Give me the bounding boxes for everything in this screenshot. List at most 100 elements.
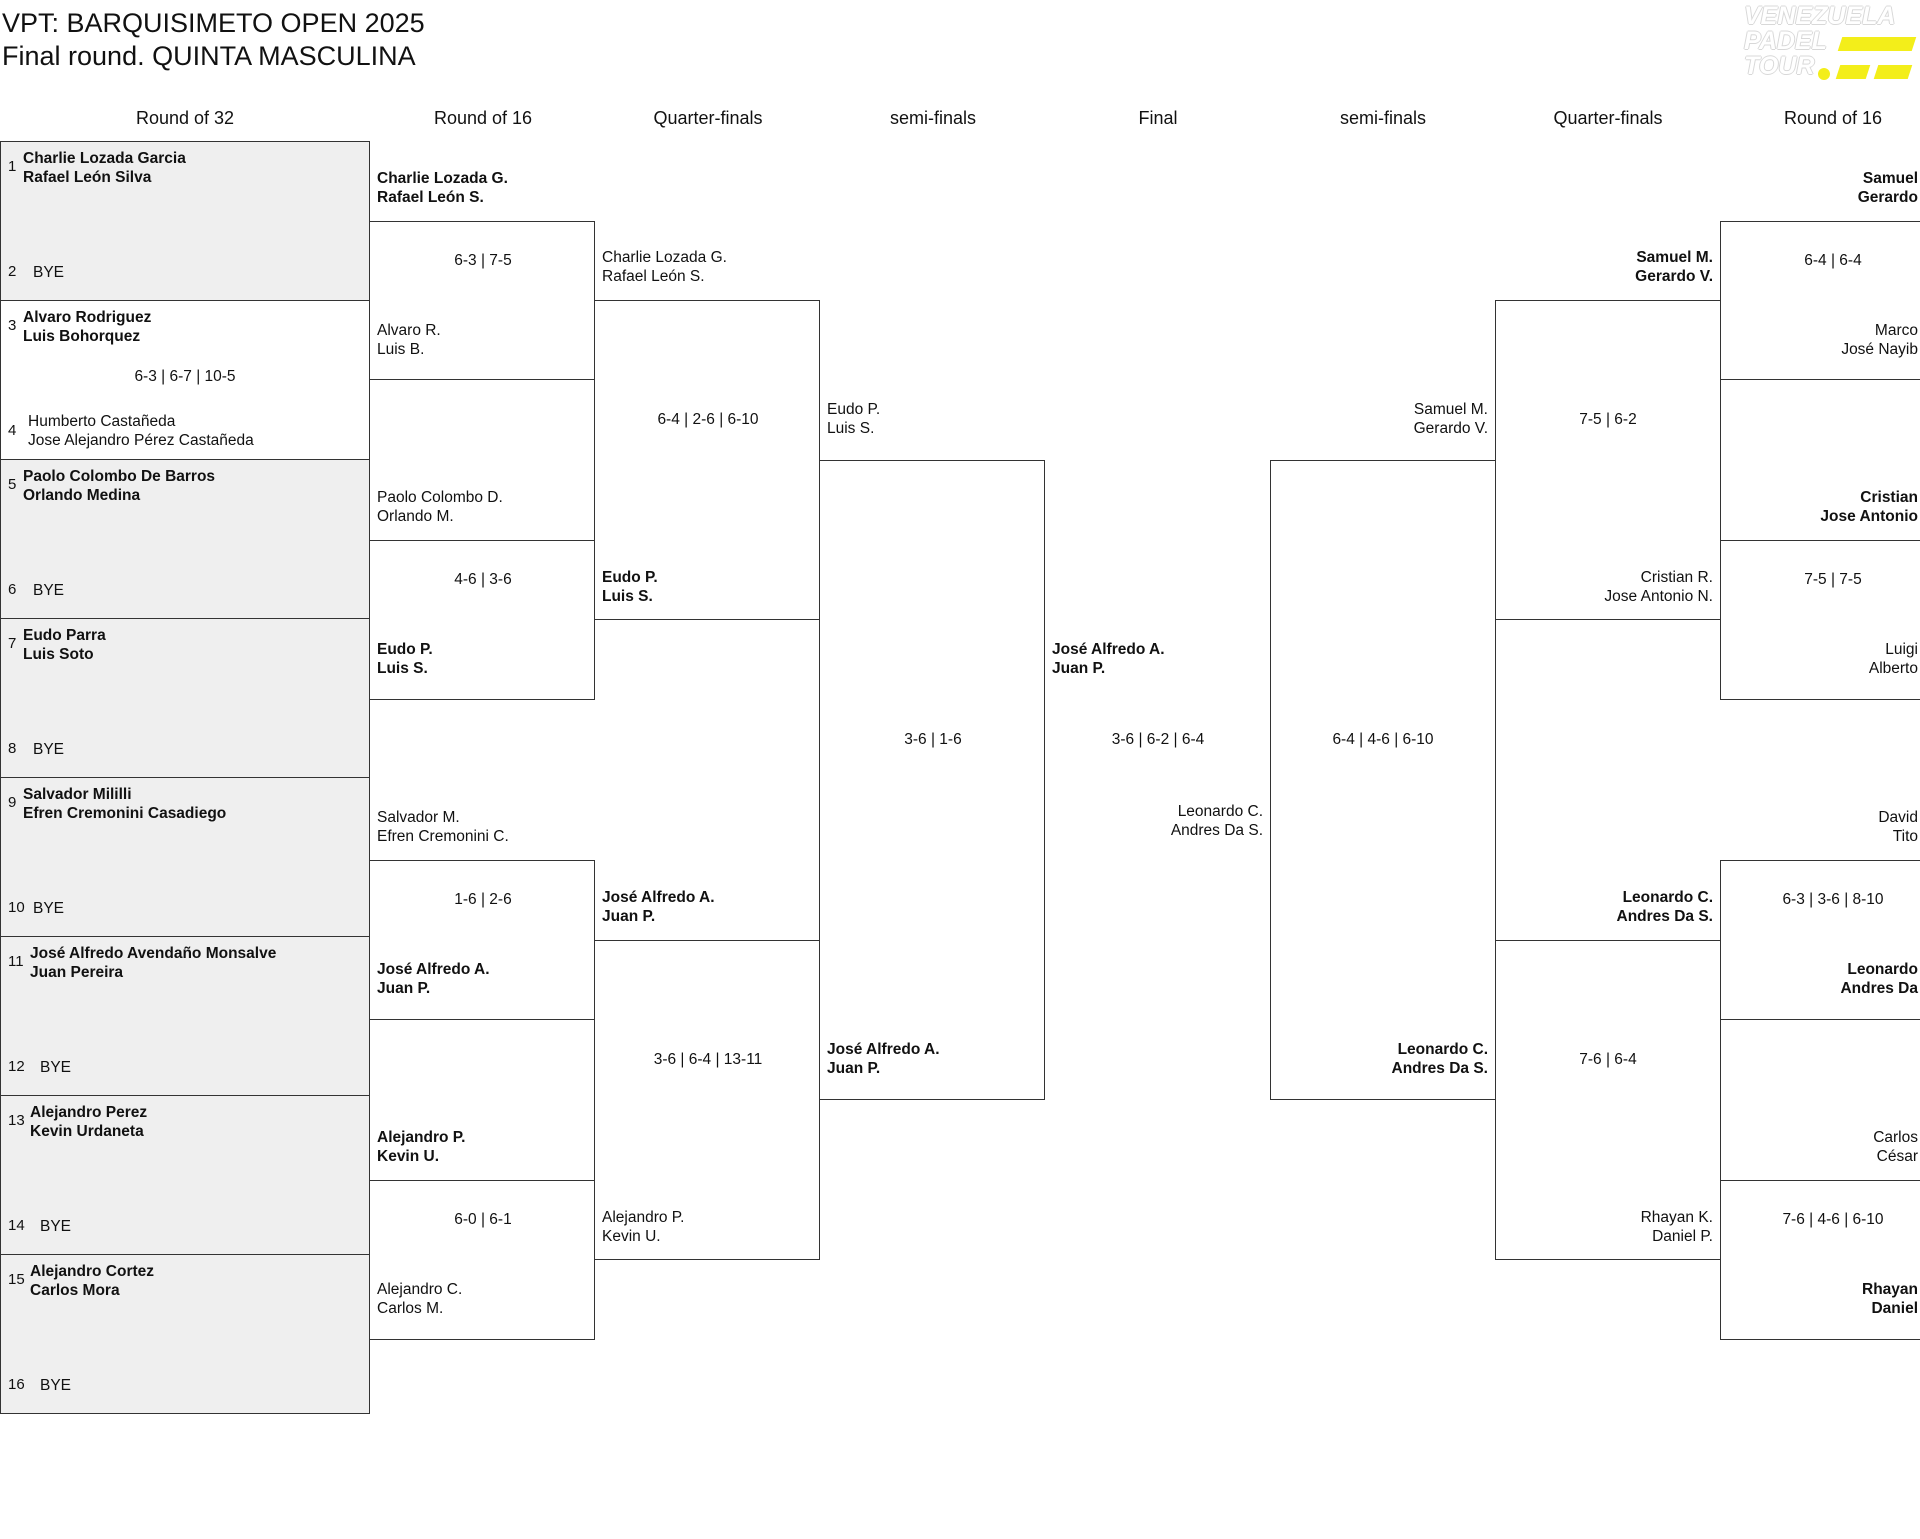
team-player: José Alfredo A. — [602, 889, 715, 906]
seed-number: 5 — [8, 476, 17, 493]
match-score: 6-0 | 6-1 — [454, 1211, 512, 1228]
team-player: Paolo Colombo De Barros — [23, 468, 216, 485]
team-player: Kevin U. — [602, 1228, 661, 1245]
match-score: 3-6 | 6-4 | 13-11 — [653, 1051, 763, 1068]
team-player: Eudo P. — [602, 569, 658, 586]
match-score: 6-4 | 6-4 — [1804, 252, 1862, 269]
bracket-connector — [1720, 1180, 1920, 1340]
match-score: 6-4 | 4-6 | 6-10 — [1332, 731, 1434, 748]
team-player: Jose Antonio N. — [1604, 588, 1713, 605]
team-player: Rafael León S. — [602, 268, 705, 285]
team-player: Luis Bohorquez — [23, 328, 141, 345]
team-player: Rafael León Silva — [23, 169, 152, 186]
page-title: VPT: BARQUISIMETO OPEN 2025 — [2, 8, 425, 38]
team-player: Alejandro C. — [377, 1281, 463, 1298]
team-player: Samuel M. — [1636, 249, 1713, 266]
team-player: Daniel — [1871, 1300, 1918, 1317]
team-player: Samuel M. — [1413, 401, 1488, 418]
team-player: Eudo P. — [377, 641, 433, 658]
match-score: 6-4 | 2-6 | 6-10 — [657, 411, 759, 428]
match-score: 1-6 | 2-6 — [454, 891, 512, 908]
team-player: Orlando Medina — [23, 487, 141, 504]
round-header: Round of 16 — [1783, 108, 1883, 128]
team-player: Alvaro Rodriguez — [23, 309, 152, 326]
team-player: José Nayib — [1841, 341, 1918, 358]
seed-number: 10 — [8, 899, 25, 916]
seed-number: 12 — [8, 1058, 25, 1075]
logo-text-line3: TOUR — [1744, 52, 1815, 80]
team-player: Andres Da S. — [1170, 822, 1263, 839]
team-player: BYE — [33, 264, 65, 281]
team-player: BYE — [33, 582, 65, 599]
match-score: 7-5 | 6-2 — [1579, 411, 1637, 428]
team-player: Alejandro Perez — [30, 1104, 148, 1121]
logo-ball — [1818, 68, 1830, 80]
team-player: Luis Soto — [23, 646, 94, 663]
seed-number: 1 — [8, 158, 17, 175]
team-player: Carlos Mora — [30, 1282, 120, 1299]
seed-number: 15 — [8, 1271, 25, 1288]
page-subtitle: Final round. QUINTA MASCULINA — [2, 41, 416, 71]
bracket-connector — [1720, 221, 1920, 380]
seed-number: 11 — [8, 953, 24, 970]
team-player: Gerardo V. — [1635, 268, 1713, 285]
vpt-logo: VENEZUELA PADEL TOUR — [1744, 4, 1920, 80]
team-player: Andres Da — [1840, 980, 1918, 997]
team-player: Jose Antonio — [1820, 508, 1918, 525]
seed-number: 4 — [8, 422, 17, 439]
r32-match-box — [0, 618, 370, 778]
logo-stripe-top — [1837, 37, 1917, 51]
bracket-connector — [369, 1180, 595, 1340]
round-header: semi-finals — [889, 108, 977, 128]
bracket-connector — [369, 540, 595, 700]
round-header: Round of 32 — [135, 108, 235, 128]
team-player: BYE — [40, 1218, 72, 1235]
team-player: Luigi — [1885, 641, 1918, 658]
team-player: Carlos — [1873, 1129, 1918, 1146]
team-player: BYE — [40, 1059, 72, 1076]
bracket-connector — [1720, 540, 1920, 700]
round-header: Quarter-finals — [653, 108, 763, 128]
team-player: Eudo Parra — [23, 627, 106, 644]
round-header: Round of 16 — [433, 108, 533, 128]
bracket-connector — [1270, 460, 1496, 1100]
team-player: Salvador M. — [377, 809, 460, 826]
r32-match-box — [0, 141, 370, 301]
team-player: Leonardo — [1847, 961, 1918, 978]
r32-match-box — [0, 1254, 370, 1414]
team-player: Efren Cremonini Casadiego — [23, 805, 227, 822]
bracket-connector — [1495, 940, 1721, 1260]
team-player: César — [1876, 1148, 1918, 1165]
r32-match-box — [0, 459, 370, 619]
team-player: Andres Da S. — [1616, 908, 1713, 925]
round-header: semi-finals — [1339, 108, 1427, 128]
team-player: Kevin U. — [377, 1148, 440, 1165]
team-player: Luis S. — [377, 660, 428, 677]
team-player: Luis S. — [602, 588, 653, 605]
match-score: 3-6 | 6-2 | 6-4 — [1111, 731, 1205, 748]
team-player: Cristian — [1860, 489, 1918, 506]
seed-number: 8 — [8, 740, 17, 757]
team-player: Gerardo — [1857, 189, 1918, 206]
team-player: David — [1878, 809, 1918, 826]
r32-match-box — [0, 777, 370, 937]
team-player: José Alfredo A. — [1052, 641, 1165, 658]
team-player: BYE — [33, 900, 65, 917]
match-score: 7-5 | 7-5 — [1804, 571, 1862, 588]
team-player: José Alfredo A. — [827, 1041, 940, 1058]
team-player: Jose Alejandro Pérez Castañeda — [28, 432, 254, 449]
match-score: 7-6 | 4-6 | 6-10 — [1782, 1211, 1884, 1228]
team-player: Alejandro P. — [377, 1129, 466, 1146]
team-player: Alejandro P. — [602, 1209, 685, 1226]
team-player: Gerardo V. — [1413, 420, 1488, 437]
bracket-connector — [1495, 300, 1721, 620]
team-player: Kevin Urdaneta — [30, 1123, 144, 1140]
team-player: Luis S. — [827, 420, 875, 437]
team-player: Leonardo C. — [1622, 889, 1713, 906]
seed-number: 2 — [8, 263, 17, 280]
team-player: Leonardo C. — [1177, 803, 1263, 820]
team-player: Paolo Colombo D. — [377, 489, 503, 506]
team-player: Marco — [1874, 322, 1918, 339]
team-player: Carlos M. — [377, 1300, 444, 1317]
team-player: Charlie Lozada G. — [377, 170, 508, 187]
